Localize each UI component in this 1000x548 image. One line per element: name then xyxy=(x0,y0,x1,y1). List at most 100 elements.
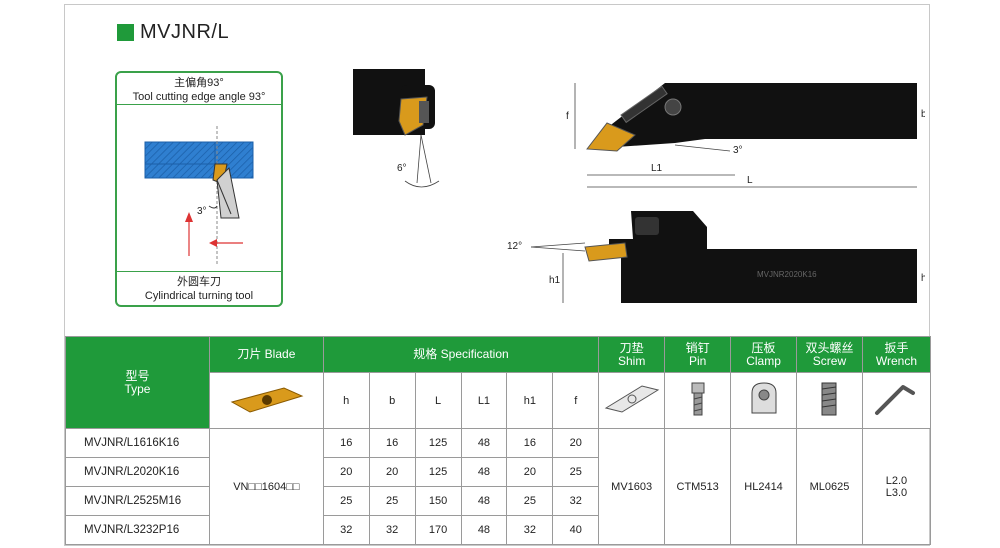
arrow-up-icon xyxy=(185,212,193,222)
front-screw-icon xyxy=(419,101,429,123)
top-angle-line xyxy=(674,144,731,152)
top-insert-icon xyxy=(586,122,636,152)
angle-arc xyxy=(208,205,218,209)
spec-cell: 48 xyxy=(460,457,508,487)
angle-3deg-label: 3° xyxy=(197,206,207,217)
spec-cell: 20 xyxy=(368,457,416,487)
cutting-angle-panel: 主偏角93° Tool cutting edge angle 93° 3° xyxy=(115,71,283,307)
tool-body-icon xyxy=(216,166,240,219)
spec-header-en: Specification xyxy=(440,347,509,361)
blade-value-cell: VN□□1604□□ xyxy=(208,428,324,545)
spec-col-L1: L1 xyxy=(460,372,508,429)
clamp-image-cell xyxy=(730,372,797,429)
spec-cell: 32 xyxy=(368,515,416,545)
spec-cell: 125 xyxy=(414,428,462,458)
spec-cell: 16 xyxy=(368,428,416,458)
spec-col-f: f xyxy=(552,372,600,429)
spec-cell: 40 xyxy=(552,515,600,545)
type-cell: MVJNR/L3232P16 xyxy=(65,515,210,545)
type-cell: MVJNR/L2525M16 xyxy=(65,486,210,516)
turning-diagram: 3° xyxy=(144,126,254,266)
shim-icon xyxy=(604,385,659,413)
clamp-icon xyxy=(751,382,777,414)
wrench-icon xyxy=(875,385,916,415)
type-cell: MVJNR/L1616K16 xyxy=(65,428,210,458)
spec-cell: 20 xyxy=(506,457,554,487)
blade-header-cn: 刀片 xyxy=(237,347,262,361)
wrench-value-cell: L2.0 L3.0 xyxy=(861,428,932,545)
top-screw-icon xyxy=(664,98,682,116)
product-title: MVJNR/L xyxy=(117,21,229,44)
spec-cell: 20 xyxy=(322,457,370,487)
screw-header-cn: 双头螺丝 xyxy=(805,340,854,355)
pin-icon xyxy=(691,382,705,416)
spec-cell: 32 xyxy=(506,515,554,545)
shim-header-cn: 刀垫 xyxy=(619,340,644,355)
angle-6deg-label: 6° xyxy=(397,163,407,174)
spec-cell: 48 xyxy=(460,486,508,516)
front-angle-line-b xyxy=(420,134,432,184)
spec-cell: 170 xyxy=(414,515,462,545)
blade-header-en: Blade xyxy=(264,347,296,361)
table-subheader-row: h b L L1 h1 f xyxy=(66,372,932,429)
top-view: f b 3° L1 L xyxy=(566,83,925,188)
shim-image-cell xyxy=(598,372,666,429)
spec-col-h1: h1 xyxy=(506,372,554,429)
shim-header-en: Shim xyxy=(617,353,646,368)
front-view: 6° xyxy=(353,69,440,188)
screw-header-en: Screw xyxy=(812,353,847,368)
tool-type-cn: 外圆车刀 xyxy=(177,276,221,288)
spec-cell: 16 xyxy=(322,428,370,458)
type-header-cn: 型号 xyxy=(125,368,150,383)
dim-L-label: L xyxy=(747,175,753,186)
side-clamp-icon xyxy=(635,217,659,235)
side-holder-body xyxy=(609,211,917,303)
tool-type-en: Cylindrical turning tool xyxy=(144,290,254,302)
workpiece-step xyxy=(144,141,216,165)
clamp-header-cn: 压板 xyxy=(751,340,776,355)
spec-cell: 32 xyxy=(322,515,370,545)
spec-header-cn: 规格 xyxy=(413,347,438,361)
side-engraving: MVJNR2020K16 xyxy=(757,270,817,279)
spec-cell: 125 xyxy=(414,457,462,487)
spec-col-h: h xyxy=(322,372,370,429)
side-angle-line-b xyxy=(530,242,586,248)
spec-cell: 32 xyxy=(552,486,600,516)
angle-12deg-label: 12° xyxy=(507,241,522,252)
top-clamp-icon xyxy=(620,85,668,124)
spec-cell: 25 xyxy=(506,486,554,516)
spec-cell: 20 xyxy=(552,428,600,458)
technical-drawings: 6° f b 3° L1 L MVJNR2020K16 xyxy=(353,69,925,303)
catalog-page: MVJNR/L 主偏角93° Tool cutting edge angle 9… xyxy=(64,4,932,546)
tool-edge xyxy=(216,179,232,215)
screw-image-cell xyxy=(796,372,863,429)
table-row: MVJNR/L2020K16 20 20 125 48 20 25 xyxy=(65,457,931,487)
side-insert-icon xyxy=(584,242,628,262)
side-view: MVJNR2020K16 12° h1 h xyxy=(507,211,925,303)
wrench-value-1: L2.0 xyxy=(885,474,908,487)
spec-cell: 25 xyxy=(368,486,416,516)
dim-L1-label: L1 xyxy=(651,163,663,174)
angle-panel-footer: 外圆车刀 Cylindrical turning tool xyxy=(117,271,281,305)
pin-header-en: Pin xyxy=(688,353,707,368)
arrow-left-icon xyxy=(209,239,217,247)
table-row: MVJNR/L1616K16 VN□□1604□□ 16 16 125 48 1… xyxy=(65,428,932,545)
spec-cell: 48 xyxy=(460,515,508,545)
table-row: MVJNR/L2525M16 25 25 150 48 25 32 xyxy=(65,486,931,516)
pin-value-cell: CTM513 xyxy=(664,428,732,545)
wrench-value-2: L3.0 xyxy=(885,486,908,499)
side-angle-line-a xyxy=(530,246,586,252)
type-cell: MVJNR/L2020K16 xyxy=(65,457,210,487)
front-angle-line-a xyxy=(416,134,422,184)
spec-col-b: b xyxy=(368,372,416,429)
spec-cell: 48 xyxy=(460,428,508,458)
angle-3deg-top-label: 3° xyxy=(733,145,743,156)
dim-f-label: f xyxy=(566,111,569,122)
shim-value-cell: MV1603 xyxy=(598,428,666,545)
clamp-header-en: Clamp xyxy=(746,353,781,368)
